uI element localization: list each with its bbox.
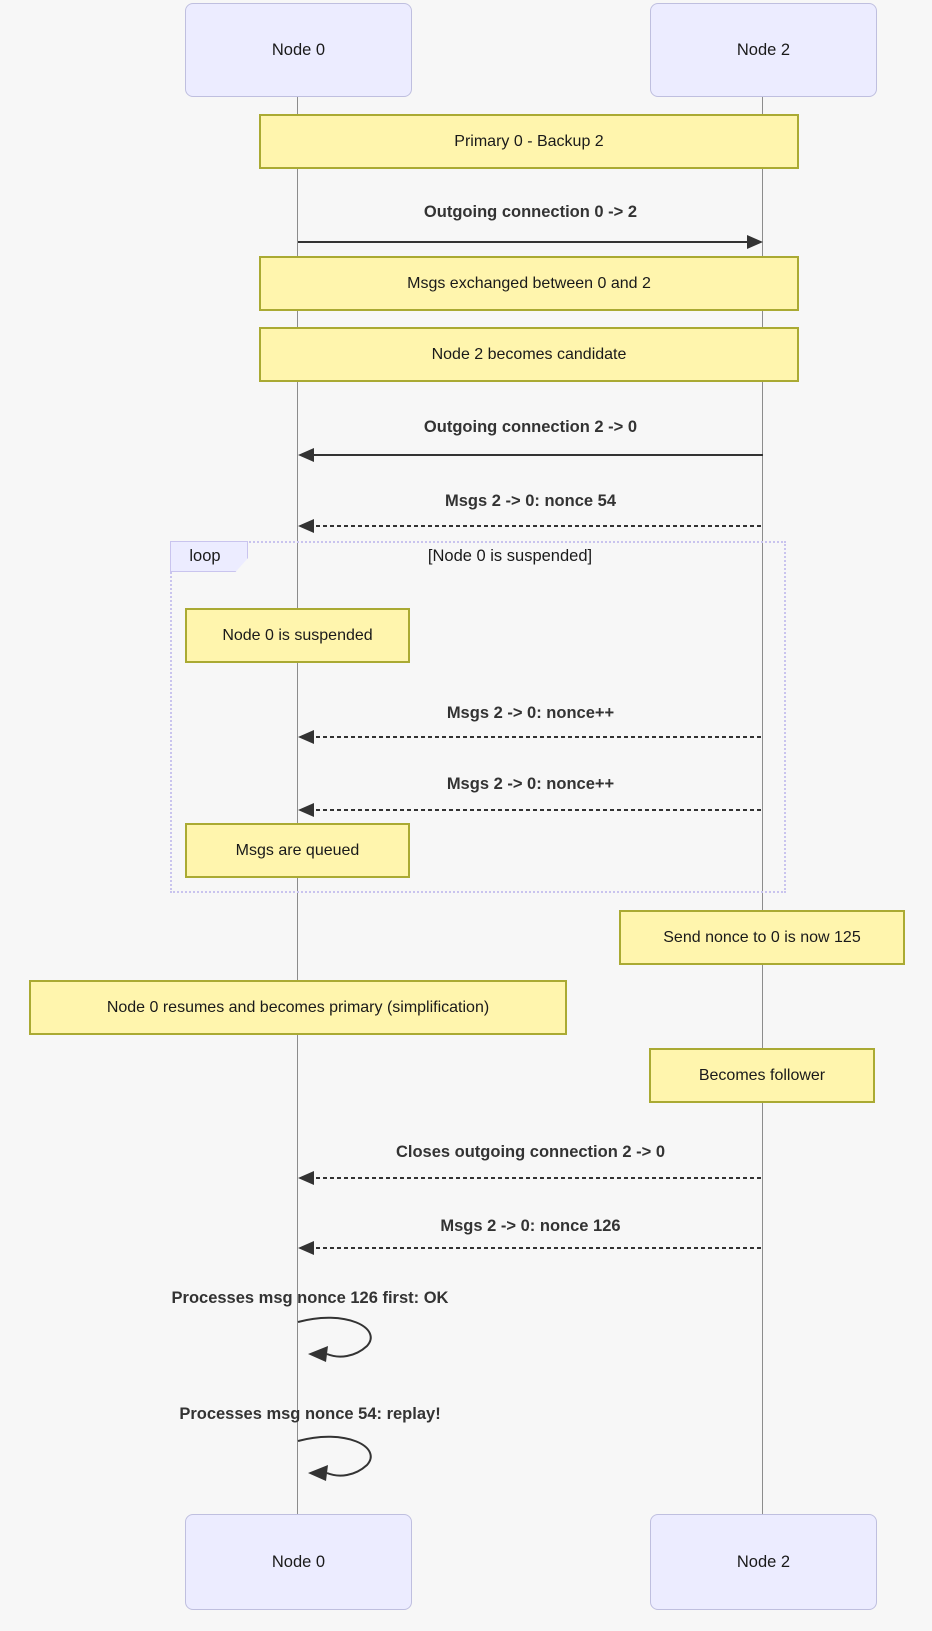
- arrowhead-left-icon: [298, 730, 314, 744]
- self-loop-arrow-icon: [297, 1316, 372, 1362]
- message-arrow-closes-connection: [302, 1177, 763, 1179]
- arrowhead-left-icon: [298, 803, 314, 817]
- message-label-outgoing-0-2: Outgoing connection 0 -> 2: [423, 203, 638, 221]
- note-text: Node 2 becomes candidate: [431, 345, 627, 363]
- message-label-nonce-inc-1: Msgs 2 -> 0: nonce++: [446, 704, 615, 722]
- self-message-label-process-126: Processes msg nonce 126 first: OK: [171, 1289, 449, 1307]
- loop-label: loop: [170, 541, 248, 572]
- loop-label-text: loop: [189, 547, 221, 565]
- loop-frame: [170, 541, 786, 893]
- note-msgs-exchanged: Msgs exchanged between 0 and 2: [259, 256, 799, 311]
- message-arrow-nonce-inc-2: [302, 809, 763, 811]
- note-msgs-queued: Msgs are queued: [185, 823, 410, 878]
- note-node2-candidate: Node 2 becomes candidate: [259, 327, 799, 382]
- note-node0-suspended: Node 0 is suspended: [185, 608, 410, 663]
- message-arrow-nonce-inc-1: [302, 736, 763, 738]
- note-node0-resumes: Node 0 resumes and becomes primary (simp…: [29, 980, 567, 1035]
- actor-node0-top: Node 0: [185, 3, 412, 97]
- lifeline-node2: [762, 97, 763, 1514]
- note-text: Msgs exchanged between 0 and 2: [407, 274, 651, 292]
- self-message-label-process-54: Processes msg nonce 54: replay!: [179, 1405, 441, 1423]
- arrowhead-left-icon: [298, 519, 314, 533]
- self-loop-arrow-icon: [297, 1435, 372, 1481]
- note-text: Send nonce to 0 is now 125: [663, 928, 861, 946]
- arrowhead-left-icon: [298, 1171, 314, 1185]
- message-arrow-outgoing-2-0: [302, 454, 763, 456]
- actor-label: Node 0: [271, 40, 326, 59]
- message-arrow-nonce-54: [302, 525, 763, 527]
- message-label-nonce-126: Msgs 2 -> 0: nonce 126: [440, 1217, 621, 1235]
- message-label-outgoing-2-0: Outgoing connection 2 -> 0: [423, 418, 638, 436]
- arrowhead-right-icon: [747, 235, 763, 249]
- arrowhead-left-icon: [298, 448, 314, 462]
- message-arrow-outgoing-0-2: [298, 241, 747, 243]
- loop-condition: [Node 0 is suspended]: [427, 547, 593, 565]
- note-text: Becomes follower: [698, 1066, 826, 1084]
- note-send-nonce-125: Send nonce to 0 is now 125: [619, 910, 905, 965]
- message-label-nonce-inc-2: Msgs 2 -> 0: nonce++: [446, 775, 615, 793]
- note-text: Primary 0 - Backup 2: [454, 132, 604, 150]
- actor-label: Node 0: [271, 1552, 326, 1571]
- message-label-nonce-54: Msgs 2 -> 0: nonce 54: [444, 492, 617, 510]
- lifeline-node0: [297, 97, 298, 1514]
- note-text: Node 0 resumes and becomes primary (simp…: [106, 998, 490, 1016]
- actor-node2-bottom: Node 2: [650, 1514, 877, 1610]
- actor-label: Node 2: [736, 1552, 791, 1571]
- actor-node2-top: Node 2: [650, 3, 877, 97]
- note-becomes-follower: Becomes follower: [649, 1048, 875, 1103]
- note-primary-backup: Primary 0 - Backup 2: [259, 114, 799, 169]
- actor-node0-bottom: Node 0: [185, 1514, 412, 1610]
- actor-label: Node 2: [736, 40, 791, 59]
- note-text: Msgs are queued: [235, 841, 360, 859]
- message-label-closes-connection: Closes outgoing connection 2 -> 0: [395, 1143, 666, 1161]
- arrowhead-left-icon: [298, 1241, 314, 1255]
- note-text: Node 0 is suspended: [222, 626, 373, 644]
- message-arrow-nonce-126: [302, 1247, 763, 1249]
